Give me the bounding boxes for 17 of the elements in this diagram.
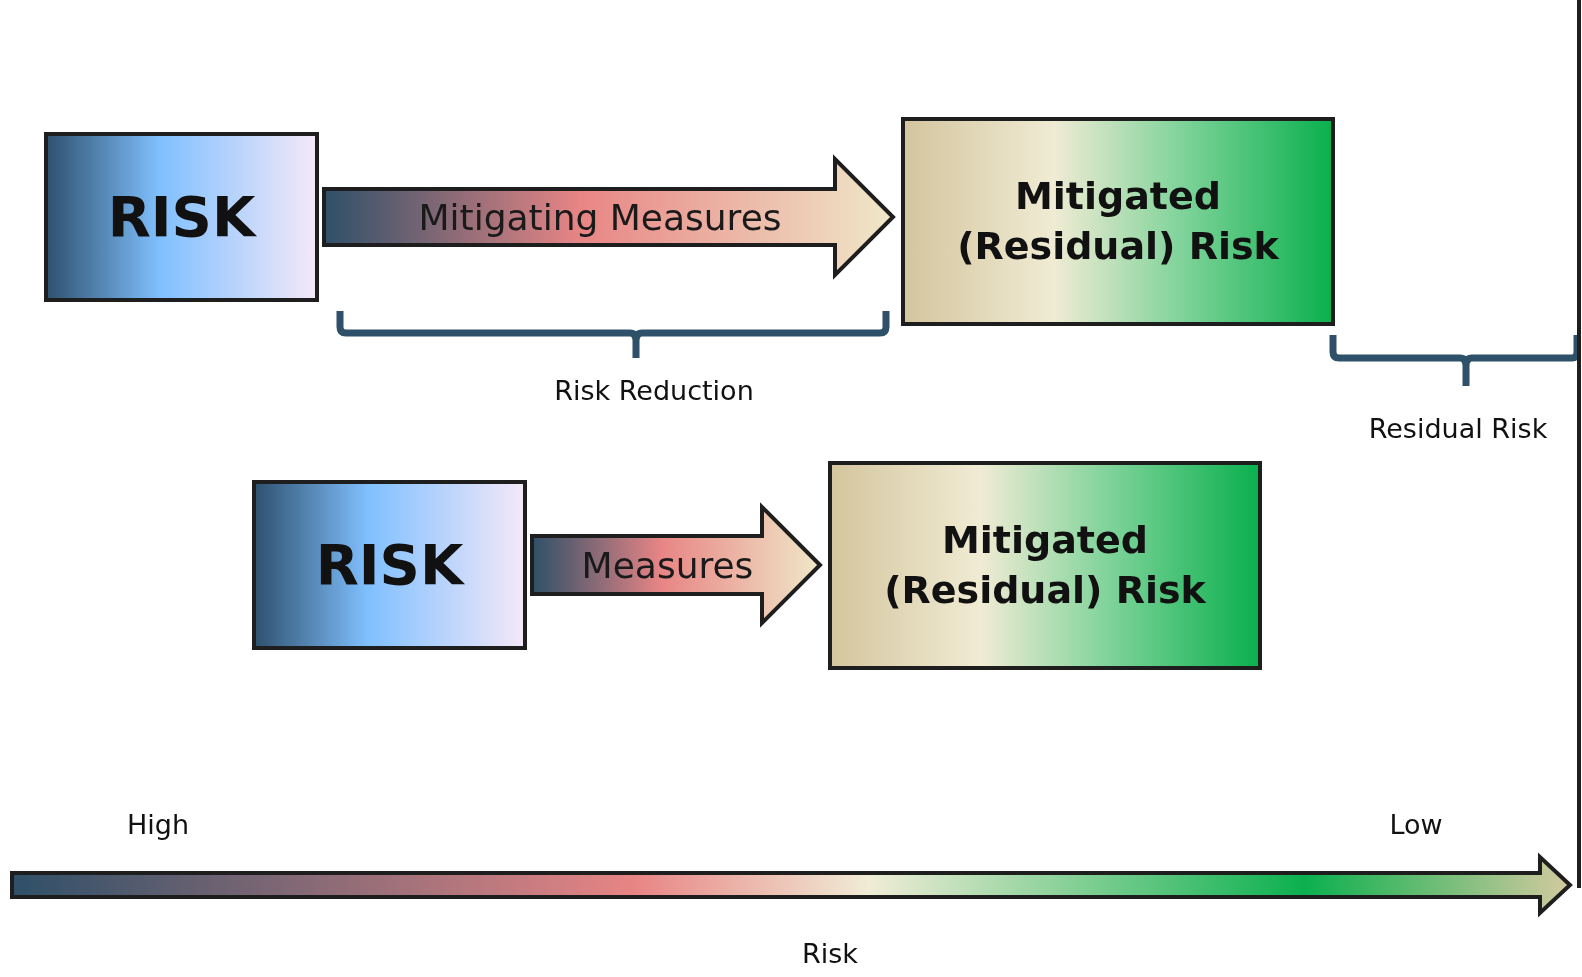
- result-box: [901, 117, 1335, 326]
- block-arrow: [530, 502, 823, 628]
- edge-label: Measures: [581, 544, 754, 586]
- axis-label: Low: [1389, 808, 1443, 840]
- box-label: Mitigated (Residual) Risk: [956, 173, 1280, 270]
- axis-label: High: [126, 808, 190, 840]
- risk-box: [252, 480, 527, 650]
- axis-label: Risk Reduction: [554, 374, 754, 406]
- edge-label: Mitigating Measures: [418, 196, 782, 238]
- risk-box: [44, 132, 319, 302]
- box-label: RISK: [314, 530, 466, 599]
- result-box: [828, 461, 1262, 670]
- box-label: Mitigated (Residual) Risk: [883, 517, 1207, 614]
- box-label: RISK: [106, 182, 258, 251]
- axis-label: Risk: [802, 937, 858, 969]
- block-arrow: [322, 154, 896, 280]
- axis-label: Residual Risk: [1368, 412, 1548, 444]
